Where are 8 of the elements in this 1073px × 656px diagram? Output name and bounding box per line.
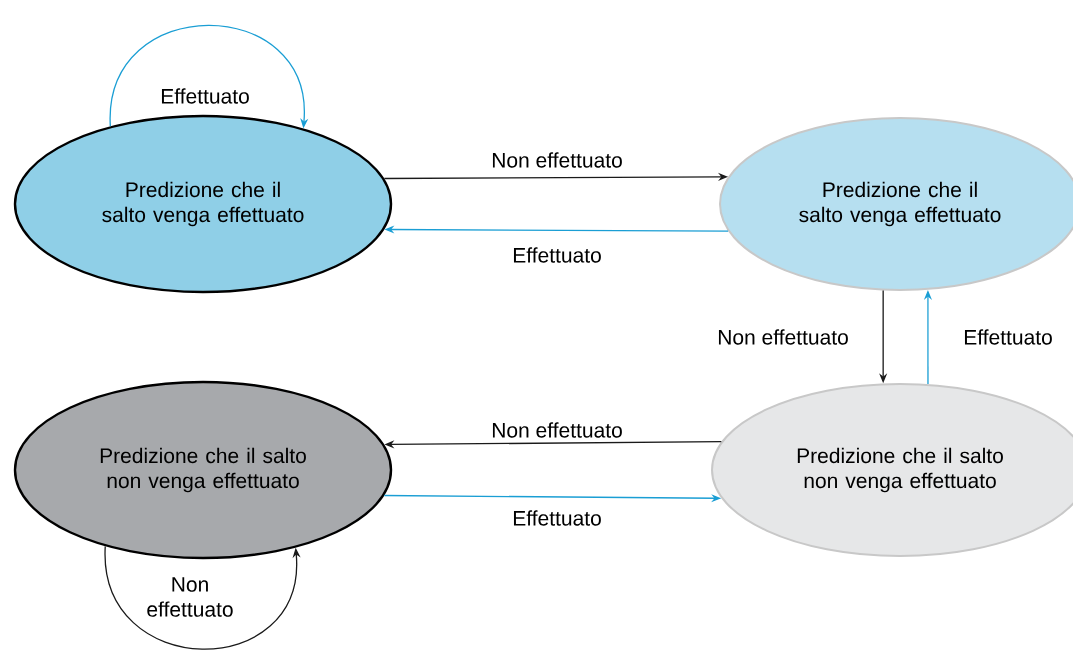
edge-label: Non effettuato: [716, 328, 850, 346]
edge-label: Effettuato: [159, 87, 251, 105]
edge-label: Non effettuato: [131, 576, 249, 618]
edge-label: Non effettuato: [490, 151, 624, 169]
edge-label: Effettuato: [962, 328, 1054, 346]
edge-label: Non effettuato: [490, 421, 624, 439]
edge-label: Effettuato: [511, 246, 603, 264]
edge-label: Effettuato: [511, 509, 603, 527]
